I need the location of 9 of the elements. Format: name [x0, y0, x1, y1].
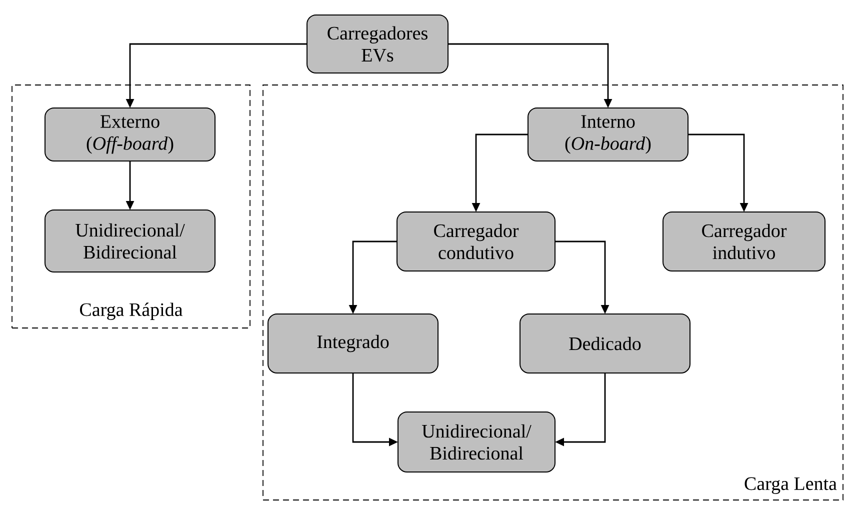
process-box: Externo (Off-board): [44, 108, 216, 162]
process-box: Unidirecional/ Bidirecional: [398, 412, 556, 472]
process-box: Interno (On-board): [528, 108, 688, 162]
process-box: Carregador indutivo: [662, 212, 826, 272]
process-box: Carregador condutivo: [396, 212, 556, 272]
process-box: Unidirecional/ Bidirecional: [44, 210, 216, 272]
process-box: Carregadores EVs: [306, 14, 448, 74]
process-box: Dedicado: [520, 314, 690, 374]
process-box: Integrado: [268, 314, 438, 374]
